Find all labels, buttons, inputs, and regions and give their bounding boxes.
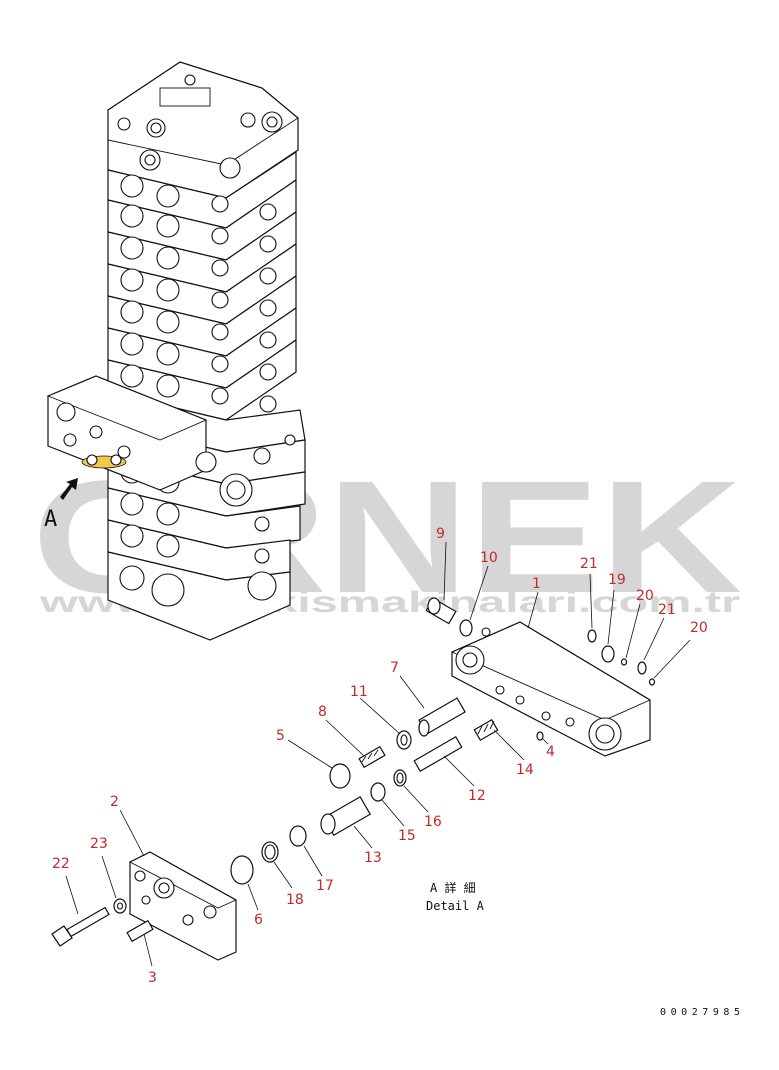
callout-15: 15: [398, 828, 416, 844]
callout-21b: 21: [658, 602, 676, 618]
callout-21a: 21: [580, 556, 598, 572]
control-valve-assembly: [46, 61, 306, 641]
part-3-screw: [126, 919, 154, 943]
part-12-piston: [413, 735, 463, 773]
callout-18: 18: [286, 892, 304, 908]
part-20-ring-a: [620, 658, 628, 666]
part-14-spring: [473, 718, 499, 742]
callout-2: 2: [110, 794, 119, 810]
valve-sections: [107, 150, 306, 641]
part-13-spool: [320, 796, 372, 836]
part-4-ball: [536, 731, 544, 741]
detail-caption-jp: A 詳 細: [430, 880, 476, 895]
callout-7: 7: [390, 660, 399, 676]
callout-4: 4: [546, 744, 555, 760]
part-22-bolt: [51, 906, 110, 947]
part-15-o-ring: [370, 782, 386, 802]
part-9-plug: [425, 597, 457, 625]
part-21-o-ring-b: [637, 661, 647, 675]
view-marker: A: [44, 478, 78, 532]
callout-22: 22: [52, 856, 70, 872]
part-number-labels: 1 2 3 4 5 6 7 8 9 10 11 12 13 14 15 16 1…: [52, 526, 708, 986]
leader-lines: [65, 541, 691, 967]
part-10-o-ring: [459, 619, 473, 637]
callout-16: 16: [424, 814, 442, 830]
callout-8: 8: [318, 704, 327, 720]
callout-12: 12: [468, 788, 486, 804]
part-6-seal: [230, 855, 254, 885]
callout-3: 3: [148, 970, 157, 986]
callout-20b: 20: [690, 620, 708, 636]
callout-14: 14: [516, 762, 534, 778]
callout-9: 9: [436, 526, 445, 542]
part-5-seal: [329, 763, 351, 789]
callout-6: 6: [254, 912, 263, 928]
detail-caption-en: Detail A: [426, 899, 485, 913]
callout-10: 10: [480, 550, 498, 566]
callout-1: 1: [532, 576, 541, 592]
callout-20a: 20: [636, 588, 654, 604]
part-7-valve: [418, 697, 466, 737]
view-marker-label: A: [44, 507, 57, 532]
callout-23: 23: [90, 836, 108, 852]
view-arrow-icon: [60, 478, 78, 500]
part-1-body: [450, 621, 651, 757]
callout-13: 13: [364, 850, 382, 866]
part-20-ring-b: [648, 678, 656, 686]
part-21-o-ring-a: [587, 629, 597, 643]
callout-19: 19: [608, 572, 626, 588]
callout-11: 11: [350, 684, 368, 700]
part-2-cover: [129, 851, 238, 961]
part-8-spring: [358, 745, 386, 769]
callout-5: 5: [276, 728, 285, 744]
drawing-number: 00027985: [660, 1007, 740, 1018]
part-19-seal: [601, 645, 615, 663]
part-17-seal: [289, 825, 307, 847]
callout-17: 17: [316, 878, 334, 894]
